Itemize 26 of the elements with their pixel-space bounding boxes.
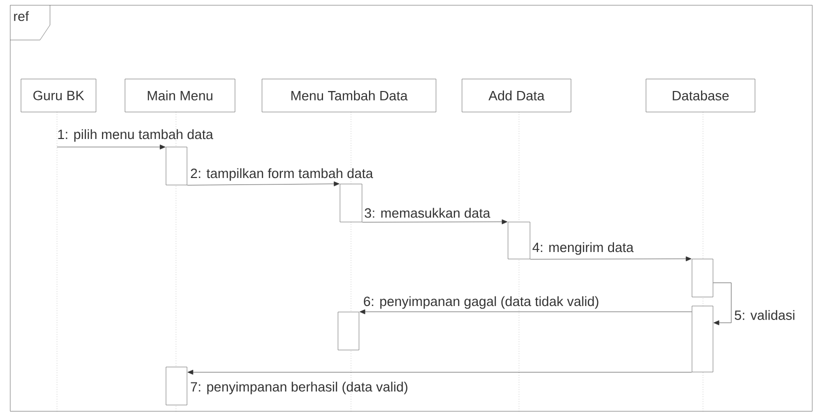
message-label: 1: pilih menu tambah data xyxy=(58,129,214,142)
message-arrow xyxy=(713,282,732,326)
message-arrow xyxy=(362,219,508,224)
lifeline-head: Database xyxy=(646,78,756,112)
activation-bar xyxy=(692,258,714,298)
activation-bar xyxy=(508,222,530,260)
message-label: 4: mengirim data xyxy=(532,242,634,255)
message-label: 6: penyimpanan gagal (data tidak valid) xyxy=(364,296,598,309)
message-arrow xyxy=(530,256,692,262)
message-label: 7: penyimpanan berhasil (data valid) xyxy=(190,382,408,394)
lifeline-head: Guru BK xyxy=(20,78,96,112)
message-label: 2: tampilkan form tambah data xyxy=(190,168,374,181)
message-arrow xyxy=(360,309,692,314)
message-arrow xyxy=(56,144,166,150)
activation-bar xyxy=(166,146,188,186)
lifeline-head: Main Menu xyxy=(124,78,236,112)
message-label: 3: memasukkan data xyxy=(364,208,490,218)
message-label: 5: validasi xyxy=(734,310,794,320)
activation-bar xyxy=(166,366,188,406)
lifeline-head: Menu Tambah Data xyxy=(262,78,436,112)
lifeline-head: Add Data xyxy=(462,78,572,112)
message-arrow xyxy=(188,370,692,375)
activation-bar xyxy=(338,312,360,350)
message-arrow xyxy=(187,181,340,186)
activation-bar xyxy=(340,184,362,222)
activation-bar xyxy=(692,306,714,372)
